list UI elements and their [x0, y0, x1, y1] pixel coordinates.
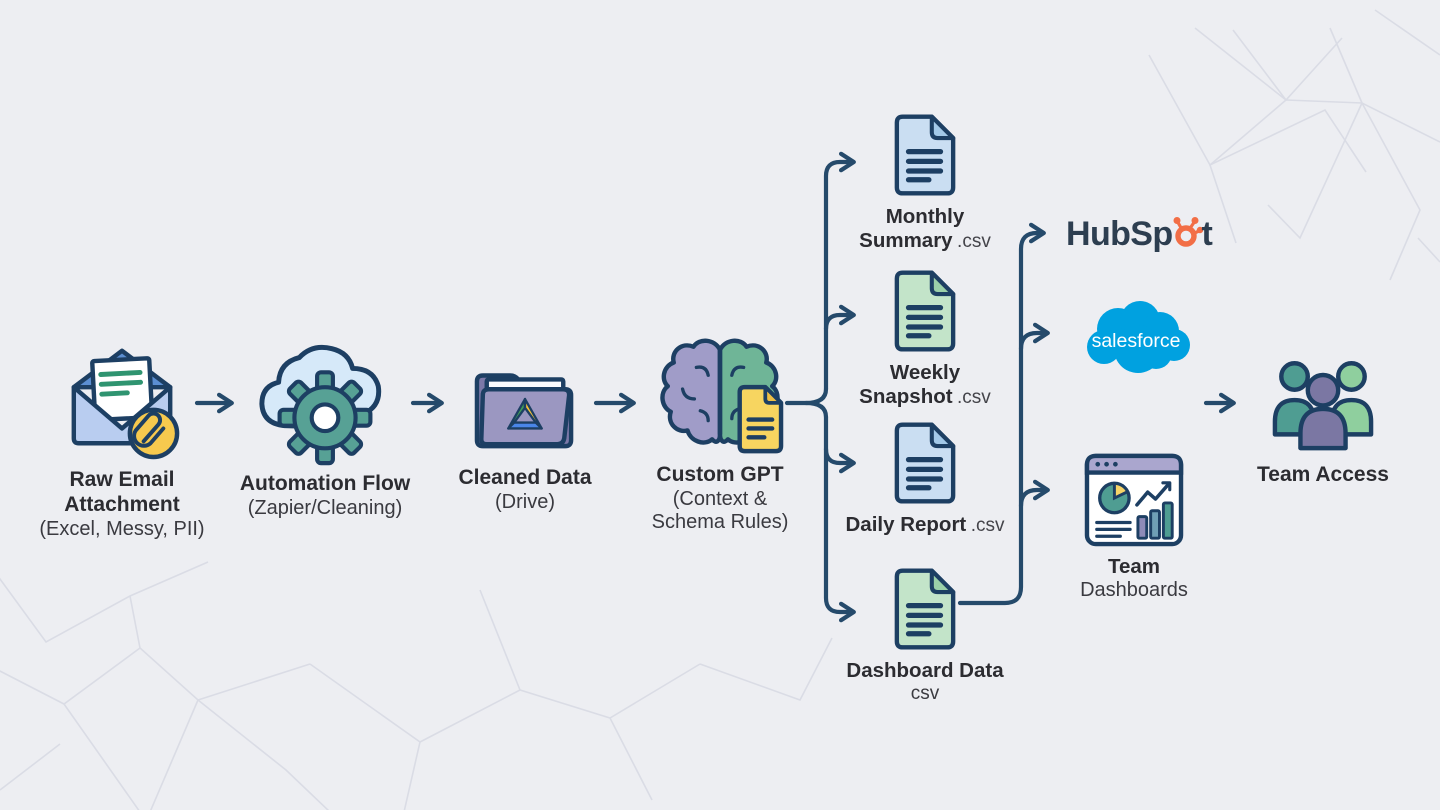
node-team-access: Team Access — [1254, 350, 1392, 488]
node-weekly-snapshot: Weekly Snapshot .csv — [857, 268, 993, 410]
line-dashboard-to-hubspot — [957, 222, 1046, 606]
dashboard-data-label: Dashboard Data csv — [846, 659, 1003, 706]
team-dashboards-label: Team Dashboards — [1080, 555, 1188, 603]
csv-document-icon-blue2 — [894, 422, 956, 504]
window-titlebar — [1084, 453, 1184, 475]
custom-gpt-subtitle-line1: (Context & — [672, 487, 768, 510]
branch-to-team-dashboards — [1018, 479, 1050, 509]
team-dashboards-line1: Team — [1107, 555, 1161, 578]
monthly-title-line2: Summary — [859, 229, 953, 253]
monthly-extension: .csv — [957, 231, 991, 253]
gpt-branch-stem2 — [803, 400, 829, 420]
raw-email-title-line1: Raw Email — [69, 468, 175, 491]
csv-document-icon-green — [894, 270, 956, 352]
branch-to-salesforce — [1018, 322, 1050, 352]
salesforce-wordmark: salesforce — [1092, 330, 1181, 352]
monthly-summary-label: Monthly Summary .csv — [859, 205, 991, 254]
team-dashboards-line2: Dashboards — [1080, 579, 1188, 602]
node-team-dashboards: Team Dashboards — [1072, 452, 1196, 603]
csv-document-icon-blue — [894, 114, 956, 196]
cloud-gear-icon — [259, 344, 382, 466]
raw-email-title-line2: Attachment — [64, 492, 180, 516]
daily-report-title: Daily Report — [845, 513, 967, 536]
branch-to-monthly — [823, 151, 856, 392]
custom-gpt-subtitle-line2: Schema Rules) — [651, 511, 789, 534]
team-people-icon — [1272, 361, 1374, 451]
person-right-head — [1336, 361, 1367, 392]
node-dashboard-data: Dashboard Data csv — [832, 566, 1018, 706]
node-raw-email: Raw Email Attachment (Excel, Messy, PII) — [14, 336, 230, 541]
trend-line — [1135, 481, 1172, 507]
drive-logo — [507, 397, 543, 430]
branch-to-dashboard-data — [823, 414, 856, 623]
cleaned-data-title: Cleaned Data — [458, 466, 592, 489]
automation-title: Automation Flow — [239, 472, 411, 495]
brain-left — [660, 338, 723, 445]
raw-email-label: Raw Email Attachment (Excel, Messy, PII) — [39, 468, 204, 541]
weekly-extension: .csv — [957, 387, 991, 409]
dashboard-window-icon — [1084, 453, 1184, 547]
paperclip-badge — [127, 407, 180, 460]
automation-subtitle: (Zapier/Cleaning) — [247, 496, 403, 519]
bar-3 — [1161, 501, 1174, 540]
person-left-head — [1279, 361, 1310, 392]
salesforce-cloud-icon: salesforce — [1087, 301, 1190, 373]
dashboard-data-title: Dashboard Data — [846, 659, 1004, 682]
paperclip-icon — [132, 411, 166, 448]
weekly-snapshot-label: Weekly Snapshot .csv — [859, 361, 991, 410]
folder-front — [479, 387, 572, 447]
drive-folder-icon — [474, 373, 574, 449]
team-access-title: Team Access — [1257, 463, 1389, 486]
daily-report-label: Daily Report .csv — [846, 513, 1005, 537]
email-attachment-icon — [71, 348, 180, 460]
person-front-body — [1298, 406, 1348, 451]
hubspot-wordmark-part1: HubSp — [1066, 215, 1173, 253]
brain-gpt-icon — [660, 338, 784, 454]
hubspot-sprocket-icon — [1173, 217, 1203, 247]
bar-1 — [1136, 515, 1149, 540]
node-automation-flow: Automation Flow (Zapier/Cleaning) — [230, 330, 420, 520]
bar-2 — [1149, 509, 1161, 540]
cleaned-data-subtitle: (Drive) — [494, 490, 555, 513]
csv-document-icon-green2 — [894, 568, 956, 650]
node-cleaned-data: Cleaned Data (Drive) — [435, 350, 615, 514]
automation-label: Automation Flow (Zapier/Cleaning) — [240, 472, 410, 520]
weekly-title-line2: Snapshot — [859, 385, 953, 409]
cleaned-data-label: Cleaned Data (Drive) — [458, 466, 591, 514]
node-salesforce: salesforce — [1078, 287, 1192, 379]
node-hubspot: HubSp t — [1066, 213, 1213, 253]
node-monthly-summary: Monthly Summary .csv — [857, 112, 993, 254]
team-access-label: Team Access — [1257, 463, 1389, 488]
gear-icon — [277, 370, 373, 466]
node-custom-gpt: Custom GPT (Context & Schema Rules) — [624, 330, 816, 535]
dashboard-data-extension: csv — [910, 683, 940, 705]
custom-gpt-title: Custom GPT — [656, 463, 784, 486]
node-daily-report: Daily Report .csv — [832, 420, 1018, 537]
weekly-title-line1: Weekly — [889, 361, 961, 384]
hubspot-wordmark-part2: t — [1201, 215, 1213, 253]
raw-email-subtitle: (Excel, Messy, PII) — [39, 517, 205, 540]
person-front-head — [1305, 372, 1341, 408]
monthly-title-line1: Monthly — [885, 205, 965, 228]
branch-to-weekly — [823, 304, 856, 332]
custom-gpt-label: Custom GPT (Context & Schema Rules) — [652, 463, 789, 535]
daily-report-extension: .csv — [970, 515, 1005, 536]
